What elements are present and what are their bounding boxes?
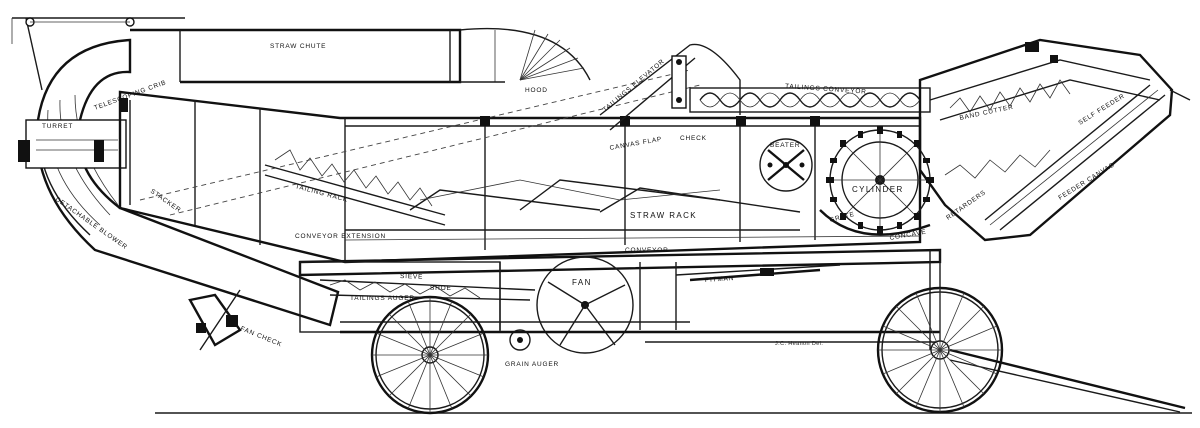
label-canvas-flap: Canvas Flap [609, 136, 663, 152]
label-grain-auger: Grain Auger [505, 361, 559, 368]
label-conveyor: Conveyor [625, 247, 669, 254]
label-feeder-canvas: Feeder Canvas [1057, 161, 1116, 201]
label-straw-rack: Straw Rack [630, 211, 697, 220]
front-wheel [876, 286, 1004, 414]
label-sieve: Sieve [400, 273, 423, 281]
tailings-conveyor-auger [689, 87, 931, 113]
self-feeder [918, 38, 1191, 242]
label-tailings-elevator: Tailings Elevator [602, 58, 666, 114]
label-shoe: Shoe [430, 285, 452, 292]
label-fan: Fan [572, 278, 592, 287]
grain-auger [509, 329, 531, 351]
label-beater: Beater [770, 142, 800, 149]
straw-rack [264, 149, 801, 231]
label-cylinder: Cylinder [852, 185, 904, 194]
wind-stacker-blower [11, 17, 340, 327]
draftsman-credit: J.C. Heanon Del. [775, 341, 823, 347]
label-straw-chute: Straw Chute [270, 43, 326, 50]
chassis-frame [340, 250, 1186, 413]
rear-wheel [370, 295, 490, 415]
fan-check-housing [188, 289, 242, 351]
label-hood: Hood [525, 87, 548, 94]
label-fan-check: Fan Check [239, 325, 283, 348]
label-retarders: Retarders [945, 189, 987, 222]
cleaning-shoe [298, 248, 942, 333]
beater [759, 138, 813, 192]
tailings-elevator [599, 43, 741, 131]
cylinder [819, 126, 934, 236]
straw-chute [130, 27, 591, 84]
pitman [760, 268, 774, 276]
label-band-cutter: Band Cutter [959, 104, 1014, 122]
label-conveyor-extension-1: Conveyor Extension [295, 233, 386, 240]
label-check: Check [680, 135, 707, 142]
label-turret: Turret [42, 123, 73, 130]
label-pitman: Pitman [705, 275, 735, 284]
label-stacker: Stacker [149, 188, 182, 214]
fan [536, 256, 634, 354]
label-tailings-auger: Tailings Auger [350, 295, 415, 302]
